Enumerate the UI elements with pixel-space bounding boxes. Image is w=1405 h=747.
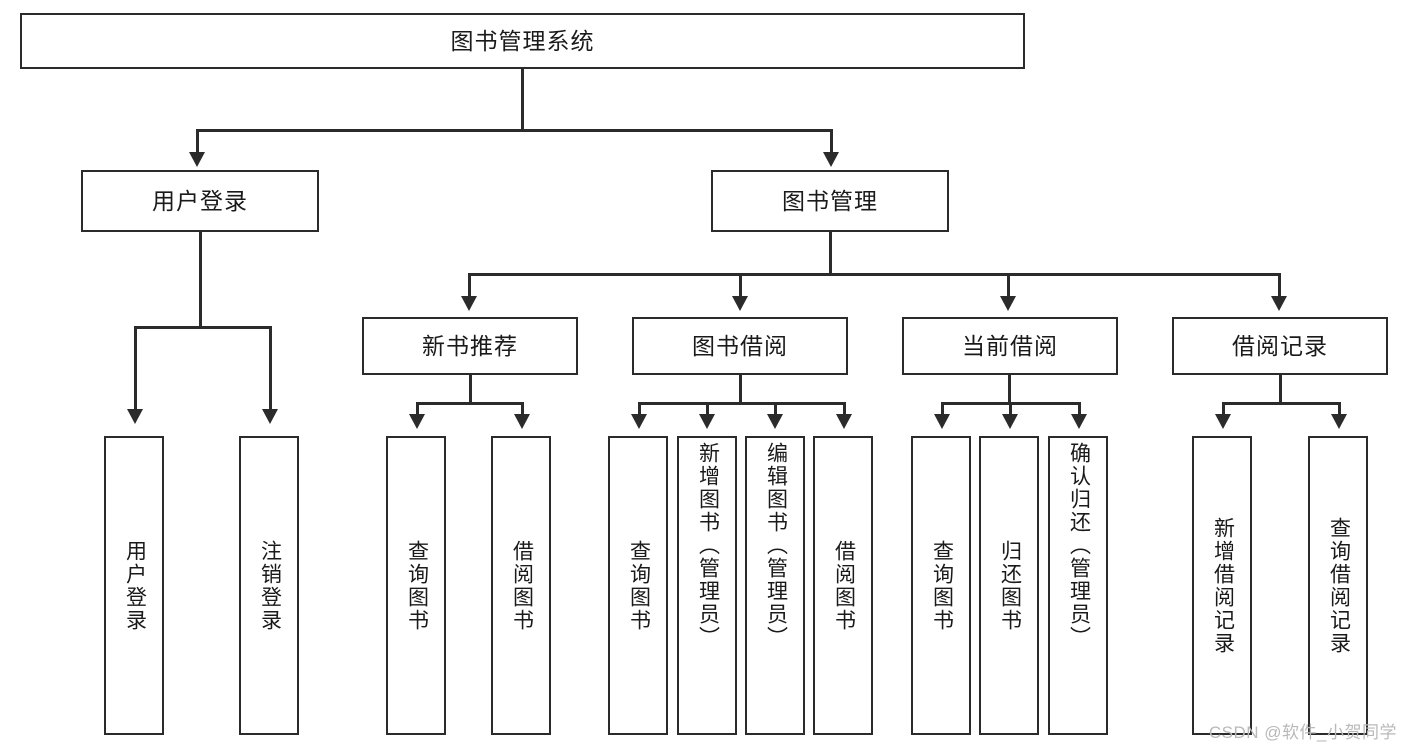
connector-user-login-bar xyxy=(134,326,271,329)
leaf-label: 用户登录 xyxy=(123,539,147,632)
node-label: 新书推荐 xyxy=(422,332,518,359)
connector-user-login-stem xyxy=(199,232,202,328)
arrowhead-leaf-logout xyxy=(262,409,278,424)
leaf-label: 查询图书 xyxy=(405,539,429,632)
connector-br-c2 xyxy=(1338,402,1341,416)
arrowhead-new-book xyxy=(461,296,477,311)
arrowhead-leaf-user-login xyxy=(127,409,143,424)
connector-borrow-records-bar xyxy=(1222,402,1340,405)
arrowhead-borrow-records xyxy=(1271,296,1287,311)
arrowhead-br-add-record xyxy=(1215,414,1231,429)
leaf-logout[interactable]: 注销登录 xyxy=(239,436,299,735)
arrowhead-bb-add-book xyxy=(699,414,715,429)
leaf-label: 借阅图书 xyxy=(510,539,534,632)
leaf-nb-query-book[interactable]: 查询图书 xyxy=(386,436,446,735)
connector-current-borrow-stem xyxy=(1008,375,1011,404)
leaf-label: 查询借阅记录 xyxy=(1327,516,1351,655)
arrowhead-user-login xyxy=(189,152,205,167)
leaf-label: 借阅图书 xyxy=(832,539,856,632)
connector-to-current-borrow xyxy=(1007,273,1010,298)
leaf-label: 注销登录 xyxy=(258,539,282,632)
node-borrow-records[interactable]: 借阅记录 xyxy=(1172,317,1388,375)
arrowhead-bb-query-book xyxy=(631,414,647,429)
connector-borrow-records-stem xyxy=(1279,375,1282,404)
node-label: 图书管理系统 xyxy=(450,27,595,54)
leaf-label: 查询图书 xyxy=(930,539,954,632)
node-label: 借阅记录 xyxy=(1232,332,1328,359)
connector-cb-c3 xyxy=(1078,402,1081,416)
leaf-label: 新增图书（管理员） xyxy=(696,442,720,649)
arrowhead-nb-borrow-book xyxy=(514,414,530,429)
leaf-label: 查询图书 xyxy=(627,539,651,632)
connector-bb-c3 xyxy=(774,402,777,416)
connector-book-borrow-bar xyxy=(638,402,846,405)
leaf-bb-query-book[interactable]: 查询图书 xyxy=(608,436,668,735)
node-label: 图书借阅 xyxy=(692,332,788,359)
arrowhead-cb-confirm-return xyxy=(1071,414,1087,429)
connector-to-book-mgmt xyxy=(830,129,833,154)
connector-cb-c2 xyxy=(1009,402,1012,416)
leaf-bb-borrow-book[interactable]: 借阅图书 xyxy=(813,436,873,735)
arrowhead-bb-borrow-book xyxy=(836,414,852,429)
connector-bb-c4 xyxy=(843,402,846,416)
connector-cb-c1 xyxy=(941,402,944,416)
connector-root-stem xyxy=(521,69,524,130)
connector-user-login-child1 xyxy=(134,326,137,411)
node-root-system[interactable]: 图书管理系统 xyxy=(20,13,1025,69)
leaf-cb-return-book[interactable]: 归还图书 xyxy=(979,436,1039,735)
connector-user-login-child2 xyxy=(269,326,272,411)
node-current-borrow[interactable]: 当前借阅 xyxy=(902,317,1118,375)
connector-to-borrow-records xyxy=(1278,273,1281,298)
connector-to-new-book xyxy=(468,273,471,298)
arrowhead-bb-edit-book xyxy=(767,414,783,429)
leaf-bb-add-book[interactable]: 新增图书（管理员） xyxy=(677,436,737,735)
node-label: 用户登录 xyxy=(152,187,248,214)
arrowhead-book-mgmt xyxy=(823,152,839,167)
connector-to-book-borrow xyxy=(739,273,742,298)
node-book-borrow[interactable]: 图书借阅 xyxy=(632,317,848,375)
connector-bb-c1 xyxy=(638,402,641,416)
connector-root-bar xyxy=(196,129,833,132)
node-new-book-recommend[interactable]: 新书推荐 xyxy=(362,317,578,375)
node-label: 图书管理 xyxy=(782,187,878,214)
connector-book-borrow-stem xyxy=(739,375,742,404)
connector-br-c1 xyxy=(1222,402,1225,416)
leaf-label: 归还图书 xyxy=(998,539,1022,632)
connector-new-book-stem xyxy=(469,375,472,404)
arrowhead-br-query-record xyxy=(1331,414,1347,429)
leaf-user-login[interactable]: 用户登录 xyxy=(104,436,164,735)
leaf-br-add-record[interactable]: 新增借阅记录 xyxy=(1192,436,1252,735)
leaf-label: 新增借阅记录 xyxy=(1211,516,1235,655)
connector-new-book-c1 xyxy=(416,402,419,416)
node-book-management[interactable]: 图书管理 xyxy=(711,170,949,232)
connector-new-book-c2 xyxy=(521,402,524,416)
leaf-nb-borrow-book[interactable]: 借阅图书 xyxy=(491,436,551,735)
arrowhead-cb-query-book xyxy=(934,414,950,429)
connector-book-mgmt-bar xyxy=(468,273,1280,276)
arrowhead-nb-query-book xyxy=(409,414,425,429)
connector-bb-c2 xyxy=(706,402,709,416)
arrowhead-current-borrow xyxy=(1000,296,1016,311)
arrowhead-cb-return-book xyxy=(1002,414,1018,429)
node-user-login[interactable]: 用户登录 xyxy=(81,170,319,232)
leaf-bb-edit-book[interactable]: 编辑图书（管理员） xyxy=(745,436,805,735)
arrowhead-book-borrow xyxy=(732,296,748,311)
leaf-label: 确认归还（管理员） xyxy=(1067,442,1091,649)
leaf-label: 编辑图书（管理员） xyxy=(764,442,788,649)
leaf-cb-query-book[interactable]: 查询图书 xyxy=(911,436,971,735)
node-label: 当前借阅 xyxy=(962,332,1058,359)
connector-book-mgmt-stem xyxy=(829,232,832,275)
connector-new-book-bar xyxy=(416,402,524,405)
leaf-cb-confirm-return[interactable]: 确认归还（管理员） xyxy=(1048,436,1108,735)
connector-to-user-login xyxy=(196,129,199,154)
leaf-br-query-record[interactable]: 查询借阅记录 xyxy=(1308,436,1368,735)
